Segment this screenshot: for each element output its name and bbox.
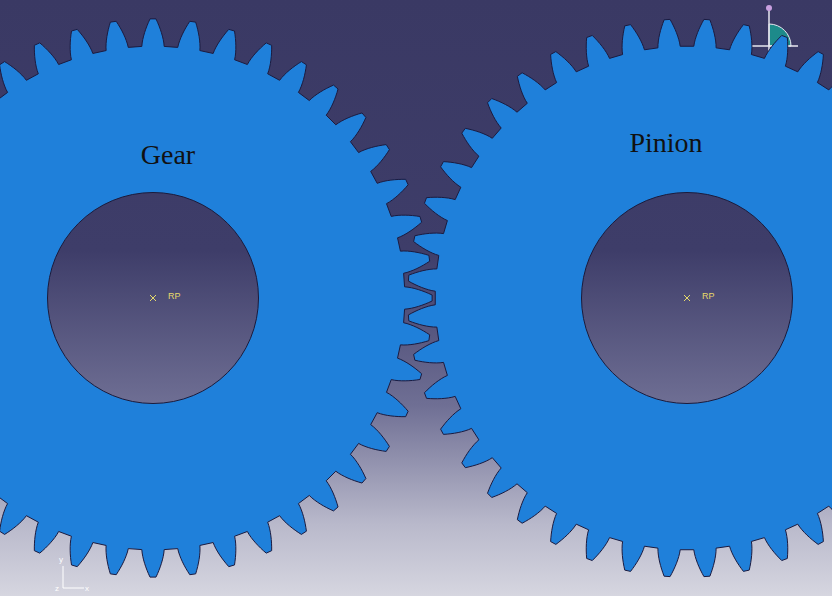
- axis-line: [63, 566, 64, 588]
- reference-point-cross: [684, 295, 690, 301]
- reference-point-mark: [582, 193, 794, 405]
- pinion-body: PinionRP: [407, 18, 832, 578]
- part-name: Gear: [141, 140, 195, 171]
- axis-line: [63, 588, 84, 589]
- triad-dot: [766, 5, 772, 11]
- gear-teeth: [0, 19, 432, 577]
- reference-point-cross: [150, 295, 156, 301]
- reference-point-label: RP: [168, 292, 181, 301]
- axis-label: y: [59, 556, 63, 564]
- axis-label: z: [55, 585, 59, 593]
- bore-hole: RP: [47, 192, 259, 404]
- reference-point-mark: [48, 193, 260, 405]
- axis-label-holder: x: [85, 585, 89, 593]
- bore-hole: RP: [581, 192, 793, 404]
- axis-label-holder: z: [55, 585, 59, 593]
- part-name: Pinion: [629, 128, 702, 159]
- bottom-triad: [63, 566, 84, 588]
- axis-label-holder: y: [59, 556, 63, 564]
- axis-label: x: [85, 585, 89, 593]
- gear-body: GearRP: [0, 18, 433, 578]
- reference-point-label: RP: [702, 292, 715, 301]
- gear-teeth: [408, 19, 832, 576]
